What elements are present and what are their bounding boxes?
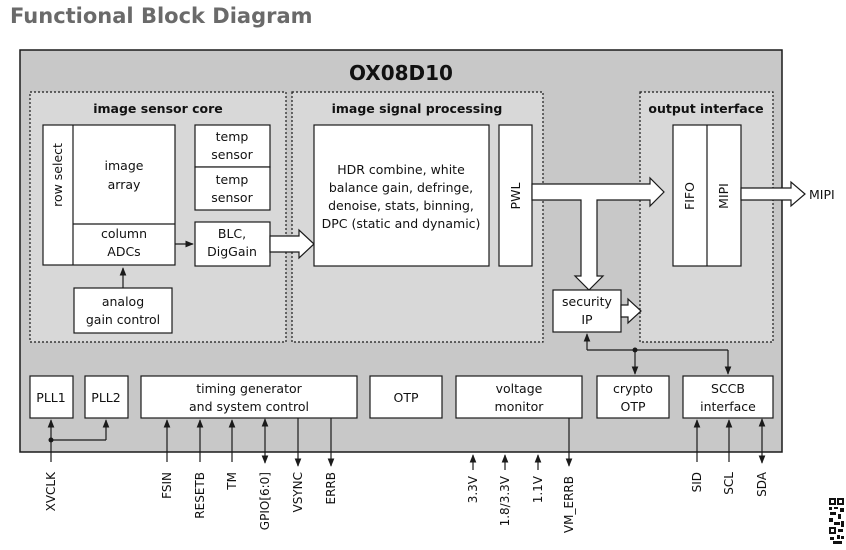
security-ip-label: security xyxy=(562,294,613,309)
timing-label-2: and system control xyxy=(189,399,309,414)
pin-sda: SDA xyxy=(755,471,769,497)
arrow-security-out xyxy=(620,297,642,325)
analog-gain-block xyxy=(73,287,173,334)
sensor-core-title: image sensor core xyxy=(93,101,223,116)
pwl-block xyxy=(498,124,533,267)
isp-line-3: denoise, stats, binning, xyxy=(328,198,474,213)
blc-label-2: DigGain xyxy=(207,244,257,259)
temp-sensor-1-label-2: sensor xyxy=(211,147,253,162)
arrow-pwl-split xyxy=(531,176,665,291)
temp-sensor-2-label: temp xyxy=(216,172,249,187)
otp-block xyxy=(369,375,443,419)
pin-vm-errb: VM_ERRB xyxy=(562,476,576,533)
arrow-mipi-out xyxy=(740,180,806,208)
sccb-label: SCCB xyxy=(711,381,745,396)
sccb-label-2: interface xyxy=(700,399,756,414)
pin-resetb: RESETB xyxy=(193,472,207,519)
pin-scl: SCL xyxy=(722,472,736,495)
blc-label: BLC, xyxy=(218,226,246,241)
pin-xvclk: XVCLK xyxy=(44,471,58,511)
pin-gpio: GPIO[6:0] xyxy=(258,472,272,530)
pin-1v8-3v3: 1.8/3.3V xyxy=(498,475,512,526)
image-array-label-2: array xyxy=(108,177,141,192)
otp-label: OTP xyxy=(393,390,418,405)
image-array-label: image xyxy=(105,158,144,173)
timing-generator-block xyxy=(140,375,358,419)
crypto-otp-block xyxy=(596,375,670,419)
analog-gain-label: analog xyxy=(102,294,144,309)
pwl-label: PWL xyxy=(508,183,523,210)
pin-1v1: 1.1V xyxy=(531,475,545,503)
page-title: Functional Block Diagram xyxy=(10,4,313,28)
pin-fsin: FSIN xyxy=(160,472,174,499)
crypto-label-2: OTP xyxy=(620,399,645,414)
pll1-label: PLL1 xyxy=(36,390,65,405)
voltage-label: voltage xyxy=(496,381,543,396)
column-adcs-label: column xyxy=(101,226,147,241)
isp-main-block xyxy=(313,124,490,267)
security-ip-label-2: IP xyxy=(581,312,593,327)
temp-sensor-2-block xyxy=(194,166,271,211)
blc-block xyxy=(194,221,271,267)
crypto-label: crypto xyxy=(613,381,653,396)
timing-label: timing generator xyxy=(196,381,302,396)
pll2-label: PLL2 xyxy=(91,390,120,405)
pin-sid: SID xyxy=(690,472,704,492)
pll2-block xyxy=(84,375,129,419)
voltage-label-2: monitor xyxy=(495,399,545,414)
chip-name: OX08D10 xyxy=(349,61,453,85)
pin-errb: ERRB xyxy=(324,472,338,505)
mipi-label: MIPI xyxy=(716,183,731,209)
column-adcs-label-2: ADCs xyxy=(107,244,140,259)
temp-sensor-2-label-2: sensor xyxy=(211,190,253,205)
isp-line-1: HDR combine, white xyxy=(337,162,465,177)
pll1-block xyxy=(29,375,74,419)
pin-tm: TM xyxy=(225,472,239,491)
isp-title: image signal processing xyxy=(332,101,503,116)
fifo-label: FIFO xyxy=(682,182,697,210)
security-ip-block xyxy=(552,289,622,333)
pin-vsync: VSYNC xyxy=(291,472,305,513)
qr-code-icon xyxy=(829,498,844,546)
temp-sensor-1-block xyxy=(194,124,271,168)
sccb-block xyxy=(682,375,774,419)
voltage-monitor-block xyxy=(455,375,583,419)
temp-sensor-1-label: temp xyxy=(216,129,249,144)
pin-3v3: 3.3V xyxy=(466,475,480,503)
analog-gain-label-2: gain control xyxy=(86,312,160,327)
isp-line-2: balance gain, defringe, xyxy=(329,180,473,195)
row-select-label: row select xyxy=(50,143,65,207)
arrow-blc-to-isp xyxy=(269,228,315,260)
isp-line-4: DPC (static and dynamic) xyxy=(322,216,481,231)
image-array-block xyxy=(42,124,176,266)
mipi-out-label: MIPI xyxy=(809,187,835,202)
output-interface-title: output interface xyxy=(648,101,763,116)
